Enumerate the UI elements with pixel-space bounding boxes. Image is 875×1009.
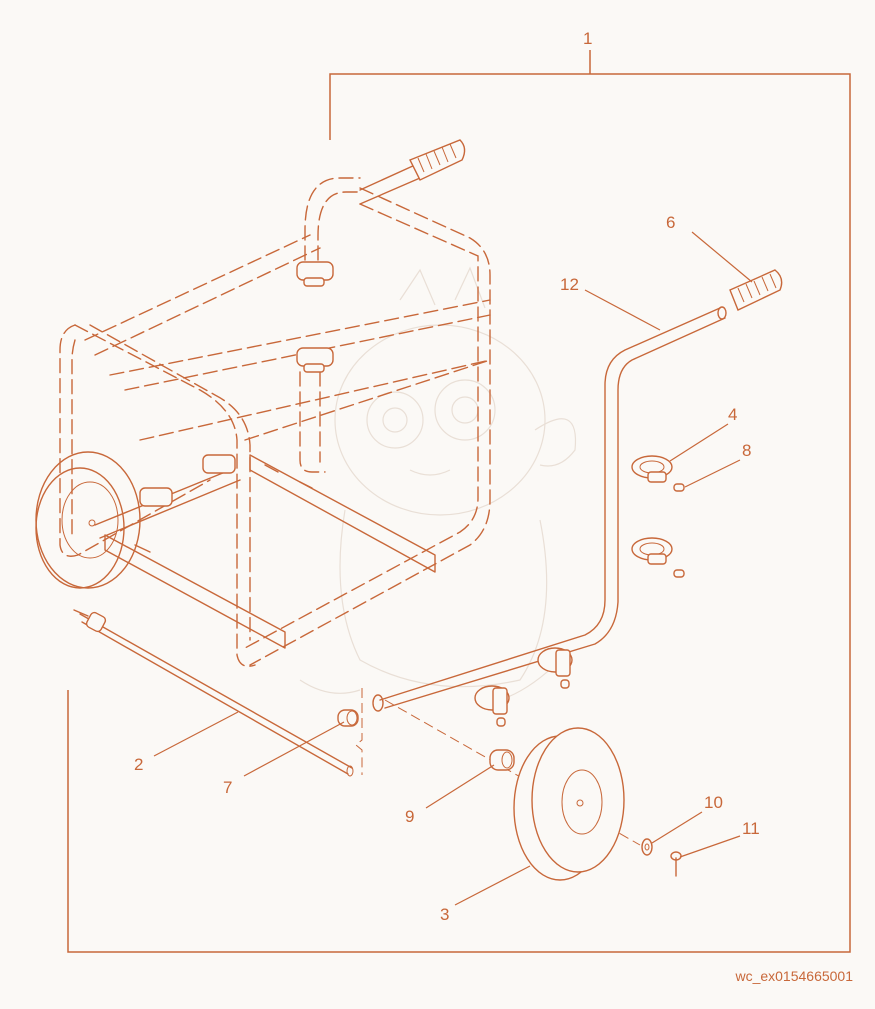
part-8-spacer-upper	[673, 483, 685, 492]
existing-axle	[94, 454, 241, 539]
phantom-handle	[359, 139, 466, 205]
chassis-rails	[104, 454, 436, 649]
part-12-handle-tube	[372, 306, 727, 712]
part-11-cotter-pin	[670, 851, 682, 877]
phantom-generator-frame	[59, 177, 491, 667]
callout-12: 12	[560, 275, 579, 294]
callout-2: 2	[134, 755, 143, 774]
callout-8: 8	[742, 441, 751, 460]
callout-6: 6	[666, 213, 675, 232]
part-4-clamp-lower	[631, 537, 685, 578]
callout-4: 4	[728, 405, 737, 424]
callout-7: 7	[223, 778, 232, 797]
assembly-bracket	[67, 50, 851, 953]
part-2-axle-rod	[73, 609, 354, 777]
reference-code: wc_ex0154665001	[735, 968, 853, 984]
callout-labels: 1 6 12 4 8 2 7 9 10 11 3	[134, 29, 760, 924]
part-10-washer	[641, 838, 653, 856]
callout-9: 9	[405, 807, 414, 826]
phantom-handle-clamps	[296, 261, 334, 373]
part-4-clamp-upper	[631, 455, 673, 483]
callout-3: 3	[440, 905, 449, 924]
watermark-mascot	[299, 266, 577, 701]
phantom-left-wheel	[35, 451, 141, 589]
handle-mounted-clamps	[474, 647, 573, 727]
callout-1: 1	[583, 29, 592, 48]
part-9-collar	[489, 749, 515, 771]
callout-10: 10	[704, 793, 723, 812]
part-3-wheel	[513, 727, 625, 881]
part-6-grip	[729, 269, 783, 311]
callout-11: 11	[742, 819, 760, 838]
leader-lines	[153, 231, 753, 906]
